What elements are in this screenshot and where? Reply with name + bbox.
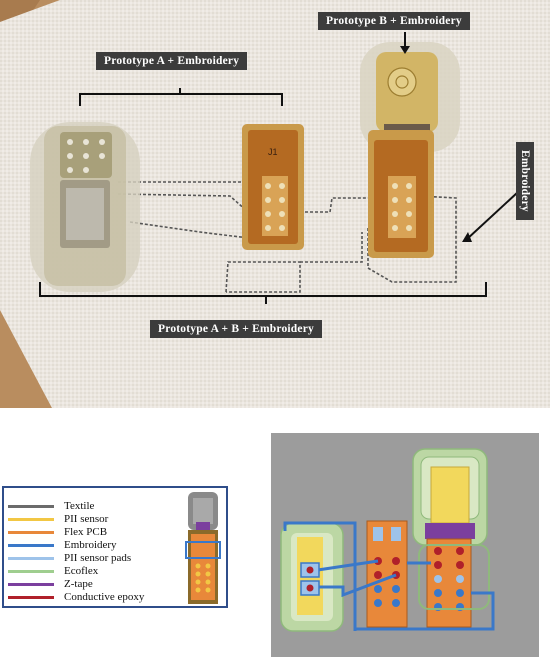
legend-label: PII sensor (64, 513, 109, 525)
legend-item: Z-tape (8, 578, 93, 590)
legend-item: Embroidery (8, 539, 117, 551)
legend-item: PII sensor pads (8, 552, 131, 564)
legend-swatch (8, 504, 54, 508)
schematic-prototype-a-pcb (366, 520, 408, 628)
schematic-prototype-b-sensor (412, 448, 488, 546)
label-prototype-ab: Prototype A + B + Embroidery (150, 320, 322, 338)
legend-label: Flex PCB (64, 526, 108, 538)
legend-label: PII sensor pads (64, 552, 132, 564)
schematic-diagram (271, 433, 539, 657)
legend-label: Textile (64, 500, 95, 512)
label-prototype-a: Prototype A + Embroidery (96, 52, 248, 70)
prototype-a-pcb: J1 (242, 124, 304, 250)
legend-swatch (8, 582, 54, 586)
legend-item: PII sensor (8, 513, 108, 525)
label-embroidery: Embroidery (516, 142, 534, 220)
schematic-embroidery-traces (283, 521, 495, 631)
legend-label: Ecoflex (64, 565, 99, 577)
legend-swatch (8, 556, 54, 560)
legend-swatch (8, 530, 54, 534)
prototype-b-sensor (360, 42, 460, 152)
legend-swatch (8, 569, 54, 573)
legend-device-thumbnail (185, 492, 221, 604)
prototype-photo: J1 (0, 0, 550, 408)
legend-label: Embroidery (64, 539, 117, 551)
prototype-b-pcb (368, 130, 434, 258)
annotation-brackets (39, 32, 519, 304)
prototype-a-patch (30, 122, 140, 292)
legend-swatch (8, 543, 54, 547)
label-prototype-b: Prototype B + Embroidery (318, 12, 470, 30)
legend-swatch (8, 517, 54, 521)
pcb-label: J1 (268, 147, 278, 157)
legend-item: Textile (8, 500, 94, 512)
embroidery-stitches (117, 181, 457, 293)
legend-swatch (8, 595, 54, 599)
legend-label: Z-tape (64, 578, 93, 590)
legend-item: Ecoflex (8, 565, 98, 577)
schematic-sensor-pads (300, 562, 320, 596)
legend: Textile PII sensor Flex PCB Embroidery P… (2, 486, 228, 608)
schematic-prototype-b-pcb (426, 538, 472, 628)
legend-item: Conductive epoxy (8, 591, 144, 603)
legend-label: Conductive epoxy (64, 591, 145, 603)
legend-item: Flex PCB (8, 526, 107, 538)
